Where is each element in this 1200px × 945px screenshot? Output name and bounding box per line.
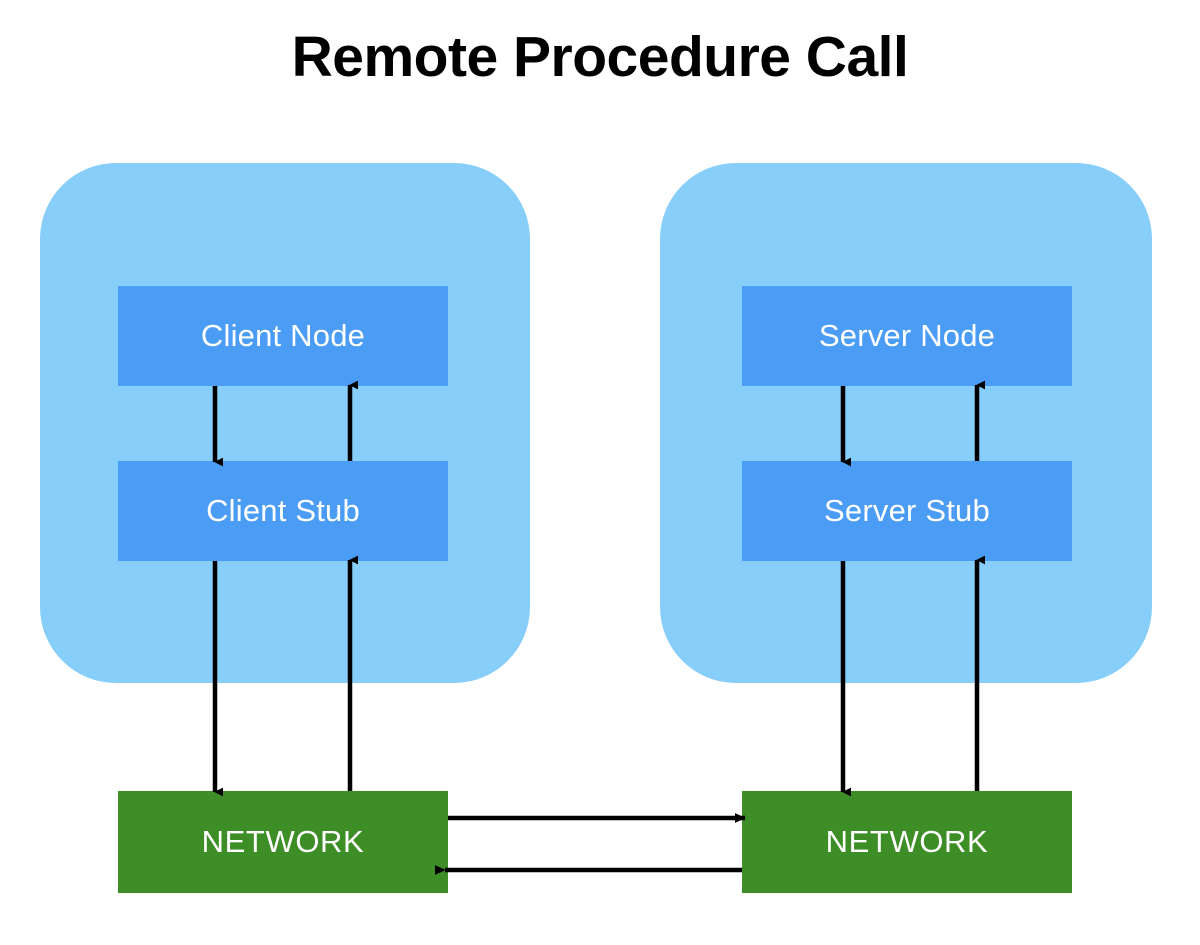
page-title: Remote Procedure Call bbox=[291, 25, 909, 89]
server-network-box[interactable]: NETWORK bbox=[742, 791, 1072, 893]
client-stub-box[interactable]: Client Stub bbox=[118, 461, 448, 561]
client-host-container bbox=[40, 163, 530, 683]
client-network-box[interactable]: NETWORK bbox=[118, 791, 448, 893]
server-node-box[interactable]: Server Node bbox=[742, 286, 1072, 386]
client-node-box[interactable]: Client Node bbox=[118, 286, 448, 386]
server-host-container bbox=[660, 163, 1152, 683]
server-stub-box[interactable]: Server Stub bbox=[742, 461, 1072, 561]
